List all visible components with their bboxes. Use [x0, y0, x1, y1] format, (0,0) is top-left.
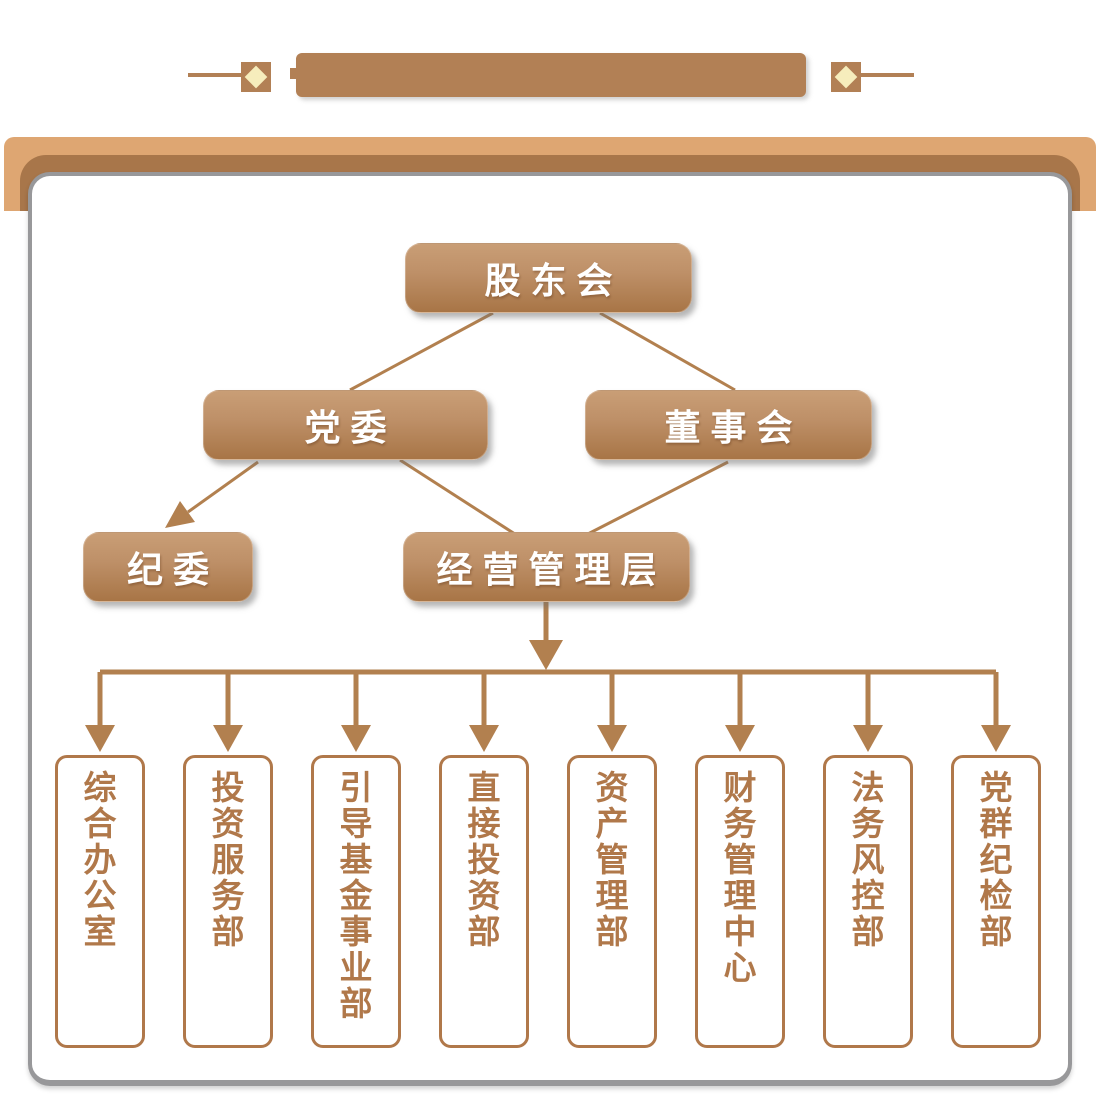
title-banner-tab: [290, 68, 300, 79]
dept-financial-management-center: 财务管理中心: [695, 755, 785, 1048]
decor-square-left: [241, 62, 271, 92]
dept-label: 综合办公室: [83, 768, 117, 951]
dept-label: 财务管理中心: [723, 768, 757, 987]
dept-label: 引导基金事业部: [339, 768, 373, 1023]
dept-general-office: 综合办公室: [55, 755, 145, 1048]
node-shareholders-meeting: 股东会: [405, 243, 692, 313]
node-board-of-directors: 董事会: [585, 390, 872, 460]
dept-asset-management: 资产管理部: [567, 755, 657, 1048]
dept-label: 投资服务部: [211, 768, 245, 951]
dept-party-masses-discipline: 党群纪检部: [951, 755, 1041, 1048]
diamond-icon: [244, 65, 268, 89]
dept-label: 直接投资部: [467, 768, 501, 951]
decor-line-left: [188, 73, 243, 77]
dept-legal-risk-control: 法务风控部: [823, 755, 913, 1048]
dept-label: 资产管理部: [595, 768, 629, 951]
decor-line-right: [859, 73, 914, 77]
node-discipline-committee: 纪委: [83, 532, 253, 602]
dept-label: 党群纪检部: [979, 768, 1013, 951]
dept-label: 法务风控部: [851, 768, 885, 951]
dept-direct-investment: 直接投资部: [439, 755, 529, 1048]
decor-square-right: [831, 62, 861, 92]
title-banner: [290, 53, 806, 97]
dept-guidance-fund-division: 引导基金事业部: [311, 755, 401, 1048]
diamond-icon: [834, 65, 858, 89]
node-party-committee: 党委: [203, 390, 488, 460]
dept-investment-services: 投资服务部: [183, 755, 273, 1048]
node-management-level: 经营管理层: [403, 532, 690, 602]
